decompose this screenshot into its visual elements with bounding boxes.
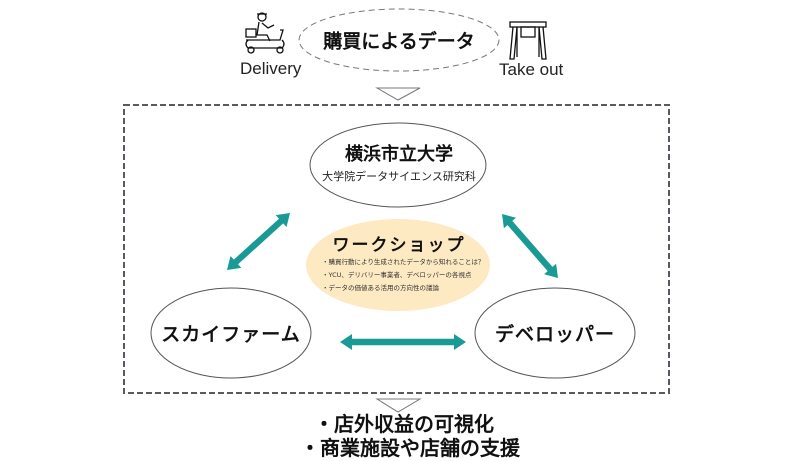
workshop-bullet: ・YCU、デリバリー事業者、デベロッパーの各視点	[322, 271, 472, 279]
arrow-university-skyfarm	[227, 213, 290, 270]
developer-ellipse	[474, 287, 636, 379]
delivery-scooter-icon	[245, 12, 285, 54]
flow-arrow-down-top	[375, 87, 421, 101]
outcome-item: ・商業施設や店舗の支援	[300, 436, 520, 460]
university-subtitle: 大学院データサイエンス研究科	[322, 170, 476, 183]
skyfarm-ellipse	[150, 287, 312, 379]
university-ellipse	[309, 122, 487, 208]
outcome-item: ・店外収益の可視化	[314, 412, 494, 436]
workshop-ellipse	[306, 219, 490, 311]
flow-arrow-down-bottom	[375, 398, 422, 413]
source-ellipse	[298, 8, 500, 72]
workshop-bullet-list: ・購買行動により生成されたデータから知れることは？ ・YCU、デリバリー事業者、…	[322, 256, 484, 295]
takeout-label: Take out	[499, 60, 564, 79]
workshop-bullet: ・購買行動により生成されたデータから知れることは？	[322, 258, 485, 266]
university-title: 横浜市立大学	[345, 144, 453, 165]
source-title: 購買によるデータ	[323, 30, 475, 53]
arrow-university-developer	[502, 214, 558, 278]
stakeholder-container	[123, 104, 670, 394]
skyfarm-title: スカイファーム	[161, 323, 301, 346]
delivery-label: Delivery	[240, 59, 302, 78]
workshop-bullet: ・データの価値ある活用の方向性の議論	[322, 284, 439, 292]
workshop-title: ワークショップ	[332, 235, 466, 256]
takeout-bag-icon	[509, 21, 547, 60]
arrow-skyfarm-developer	[340, 334, 466, 350]
outcome-list: ・店外収益の可視化 ・商業施設や店舗の支援	[300, 412, 520, 460]
developer-title: デベロッパー	[494, 323, 616, 346]
